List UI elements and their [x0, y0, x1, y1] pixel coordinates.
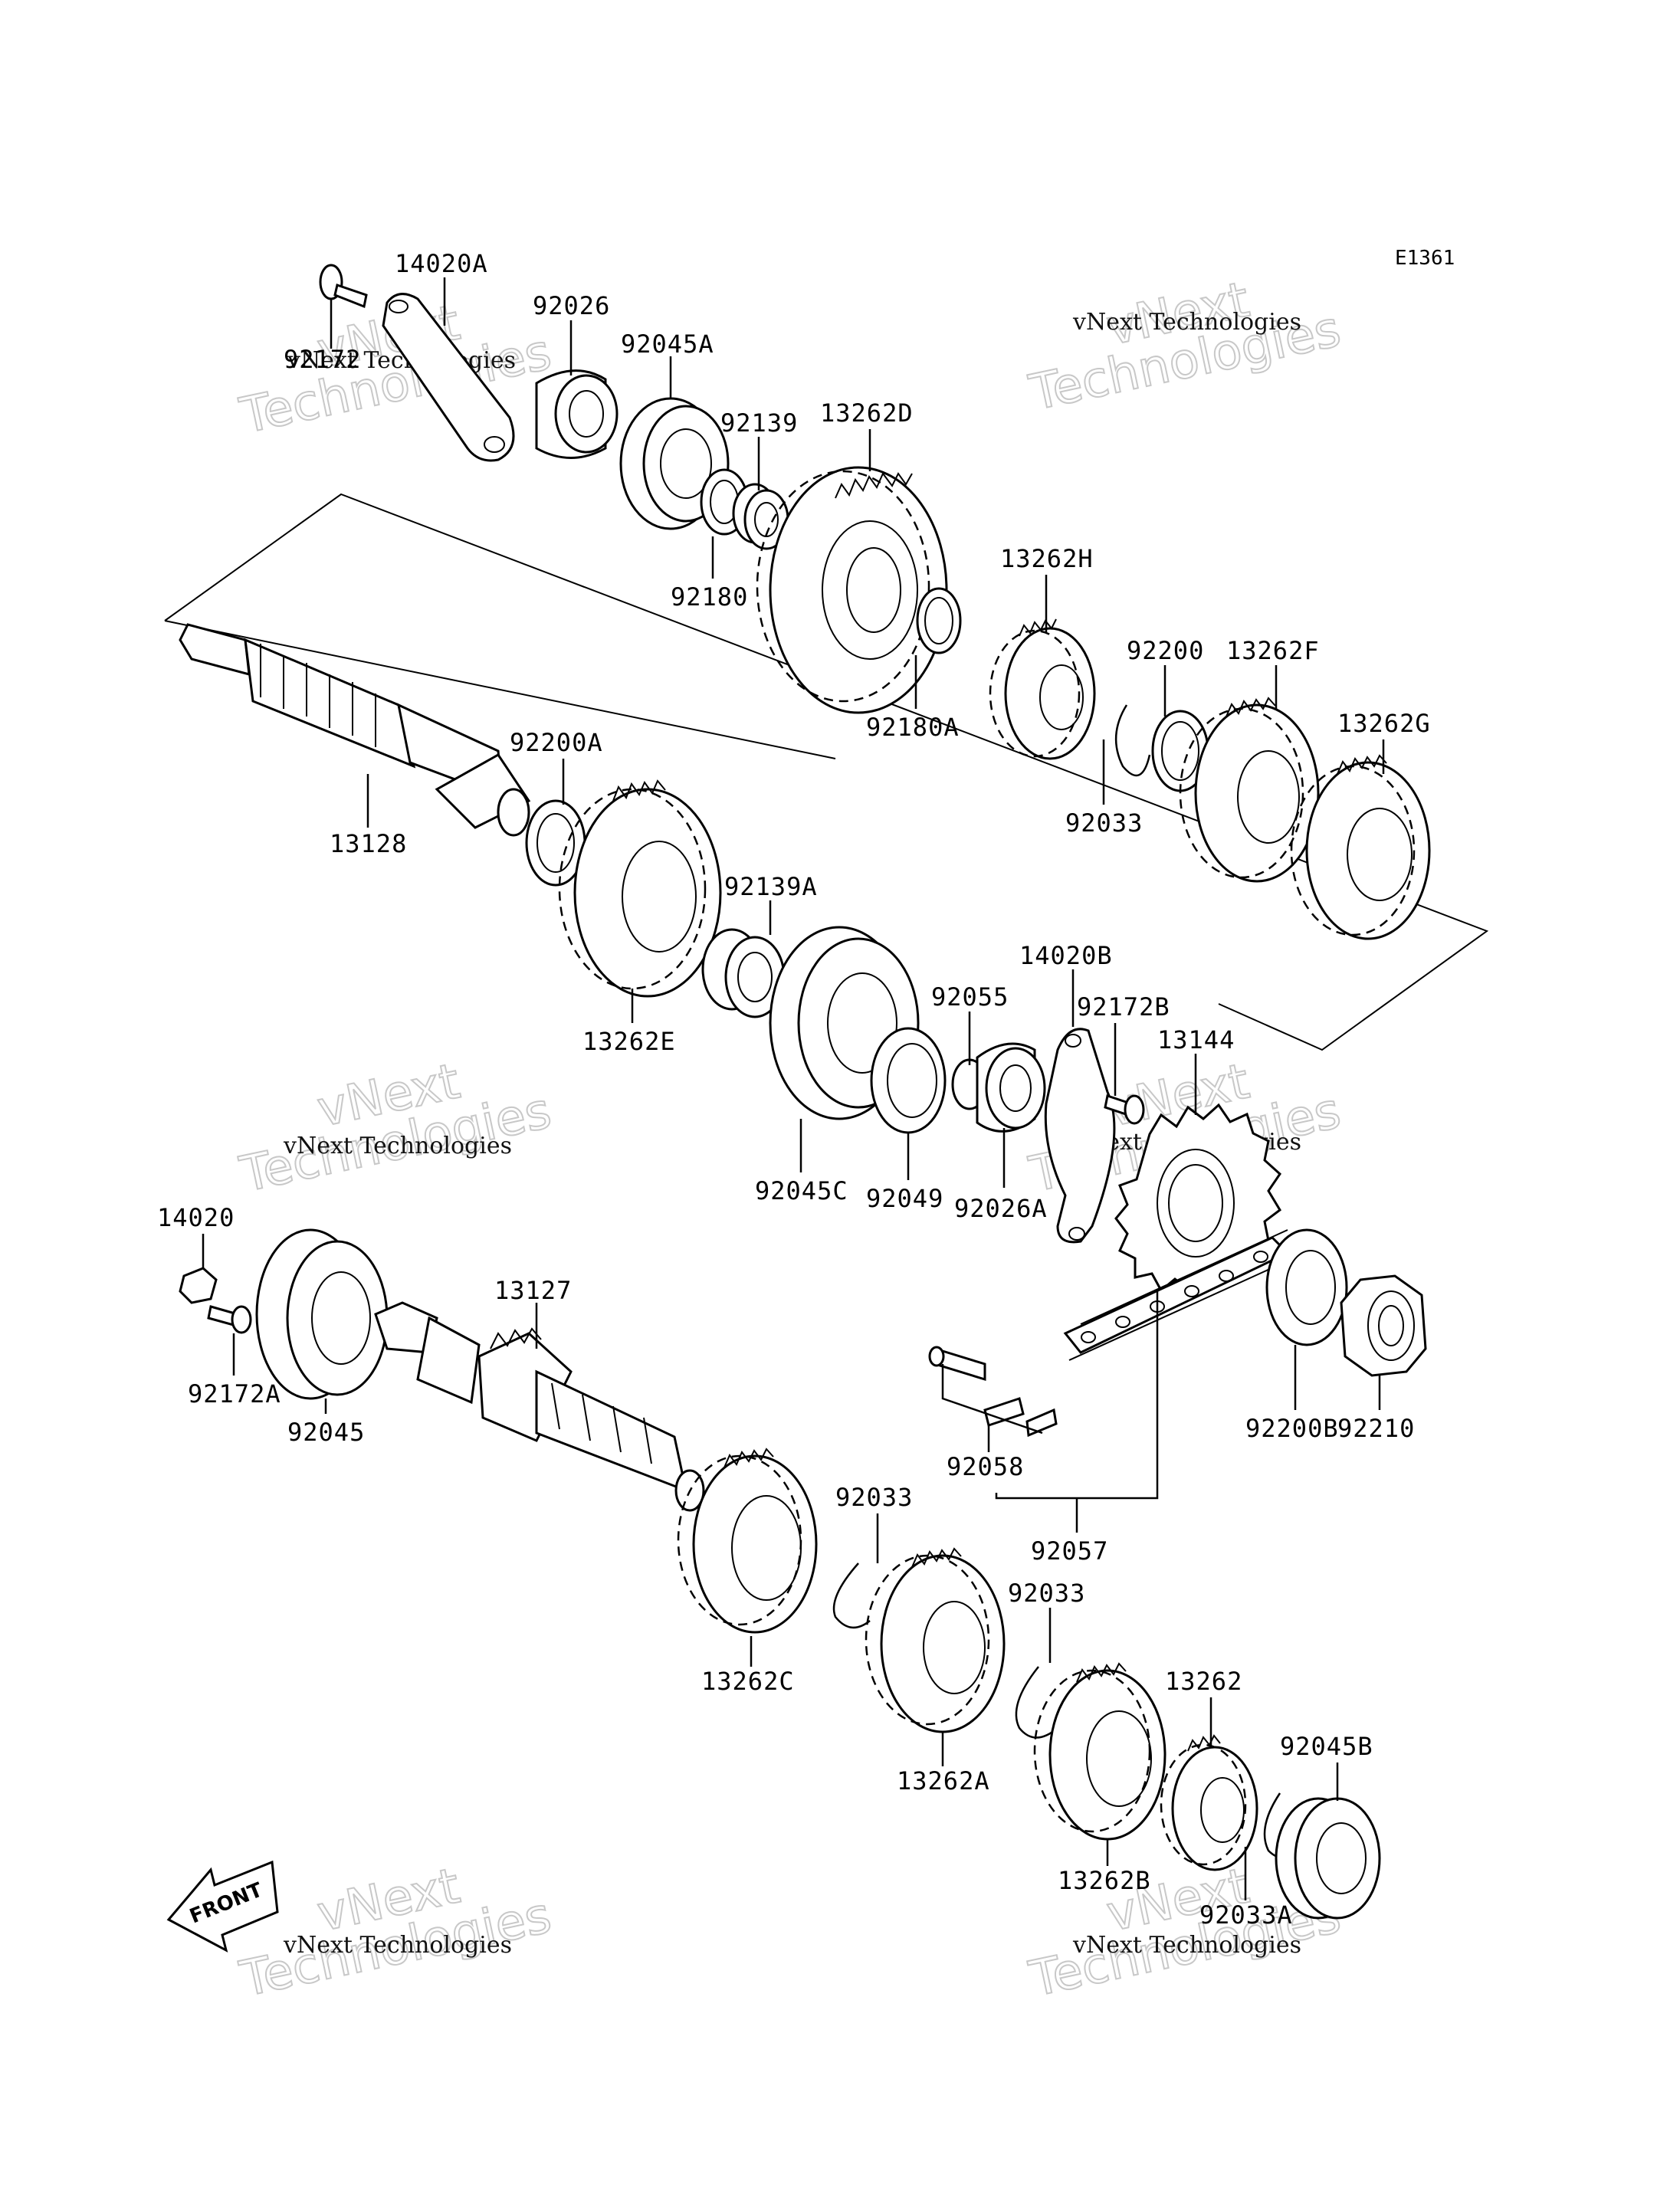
arm-14020a: [382, 293, 515, 462]
label-13262b: 13262B: [1058, 1866, 1151, 1895]
label-13262a: 13262A: [897, 1766, 990, 1795]
bearing-92045: [255, 1228, 389, 1400]
label-92139: 92139: [720, 408, 798, 438]
label-92139a: 92139A: [724, 872, 818, 901]
output-shaft-outline: [164, 493, 1489, 1051]
master-link-92058: [928, 1346, 1058, 1438]
label-92180a: 92180A: [866, 713, 960, 742]
label-13262c: 13262C: [701, 1667, 795, 1696]
front-arrow-icon: FRONT: [166, 1860, 279, 1953]
gear-13262h: [989, 618, 1096, 760]
plate-14020b: [1044, 1028, 1116, 1244]
watermark-small: vNext Technologies: [1072, 1932, 1301, 1959]
label-92045: 92045: [287, 1418, 365, 1447]
output-shaft-13128: [179, 623, 531, 837]
label-92049: 92049: [866, 1184, 943, 1213]
nut-14020: [179, 1267, 218, 1304]
gear-13262f: [1179, 697, 1320, 883]
label-92058: 92058: [947, 1452, 1024, 1481]
input-shaft-13127: [374, 1301, 705, 1512]
label-13262h: 13262H: [1000, 544, 1094, 573]
label-92033-top: 92033: [1065, 808, 1143, 838]
gear-13262e: [558, 779, 722, 998]
label-92045a: 92045A: [621, 330, 714, 359]
leader-lines: [202, 277, 1385, 1900]
circlip-92033-mid: [832, 1562, 871, 1628]
label-92045b: 92045B: [1280, 1732, 1373, 1761]
label-14020: 14020: [157, 1203, 235, 1232]
watermark-bottom-left: vNext Technologies vNext Technologies: [235, 1857, 557, 2008]
label-92045c: 92045C: [755, 1176, 848, 1205]
label-13262d: 13262D: [820, 398, 914, 428]
label-13128: 13128: [330, 829, 407, 858]
watermark-top-right: vNext Technologies vNext Technologies: [1024, 271, 1347, 422]
label-92172: 92172: [284, 345, 361, 374]
label-92180: 92180: [671, 582, 748, 612]
sprocket-13144: [1114, 1103, 1281, 1293]
label-14020a: 14020A: [395, 249, 488, 278]
label-92057: 92057: [1031, 1536, 1108, 1566]
label-92026a: 92026A: [954, 1194, 1048, 1223]
part-labels: 14020A 92172 92026 92045A 92139 13262D 9…: [157, 249, 1431, 1930]
output-shaft-outline: [164, 620, 836, 759]
label-13144: 13144: [1157, 1025, 1235, 1054]
label-13262e: 13262E: [582, 1027, 676, 1056]
label-13262: 13262: [1165, 1667, 1242, 1696]
label-13127: 13127: [494, 1276, 572, 1305]
label-92033a: 92033A: [1199, 1900, 1293, 1930]
screw-92172a: [207, 1305, 252, 1334]
washer-92180a: [916, 587, 962, 654]
seal-92049: [870, 1027, 947, 1134]
watermark-small: vNext Technologies: [283, 1133, 512, 1159]
label-92033-mid: 92033: [835, 1483, 913, 1512]
watermark-small: vNext Technologies: [283, 1932, 512, 1959]
watermark-mid-left: vNext Technologies vNext Technologies: [235, 1052, 557, 1204]
nut-92210: [1340, 1274, 1427, 1377]
gear-13262b: [1033, 1662, 1166, 1841]
label-92055: 92055: [931, 982, 1009, 1012]
label-14020b: 14020B: [1019, 941, 1113, 970]
washer-92200b: [1265, 1228, 1348, 1346]
label-92172b: 92172B: [1077, 992, 1170, 1021]
watermark-small: vNext Technologies: [1072, 309, 1301, 336]
label-92033-low: 92033: [1008, 1579, 1085, 1608]
collar-92026a: [976, 1042, 1046, 1133]
gear-13262c: [677, 1448, 818, 1634]
label-13262f: 13262F: [1226, 636, 1320, 665]
gear-13262a: [865, 1547, 1006, 1733]
circlip-92033-top: [1114, 704, 1151, 777]
diagram-code: E1361: [1395, 247, 1455, 270]
label-92200b: 92200B: [1245, 1414, 1339, 1443]
collar-92139: [732, 483, 789, 550]
circlip-92033-low: [1015, 1666, 1058, 1739]
collar-92139a: [701, 928, 786, 1018]
label-92172a: 92172A: [188, 1379, 281, 1408]
label-92210: 92210: [1337, 1414, 1415, 1443]
label-92200: 92200: [1127, 636, 1204, 665]
gear-13262: [1160, 1734, 1258, 1871]
screw-92172b: [1104, 1094, 1145, 1125]
bearing-92045b: [1275, 1797, 1381, 1920]
label-13262g: 13262G: [1337, 709, 1431, 738]
bushing-92026: [535, 369, 619, 459]
gear-13262g: [1290, 754, 1431, 940]
label-92200a: 92200A: [510, 728, 603, 757]
label-92026: 92026: [533, 291, 610, 320]
screw-92172: [319, 264, 368, 309]
